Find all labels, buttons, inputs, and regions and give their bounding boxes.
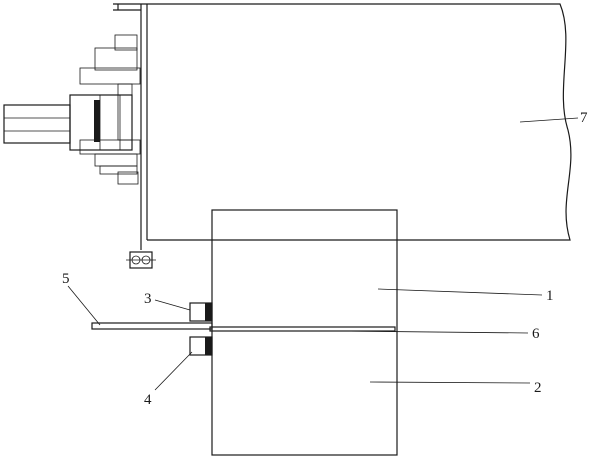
housing-part-7 — [113, 3, 572, 250]
bearing-assembly — [69, 34, 141, 185]
label-3: 3 — [144, 291, 152, 307]
leader-lines — [67, 117, 579, 391]
mounting-bolt — [126, 251, 156, 269]
label-4: 4 — [144, 392, 152, 408]
label-5: 5 — [62, 271, 70, 287]
block-parts-1-2 — [211, 209, 398, 456]
drive-shaft — [3, 104, 71, 144]
label-7: 7 — [580, 110, 588, 126]
extension-plate-part-5 — [91, 322, 213, 330]
clamp-block-part-4 — [189, 336, 213, 356]
plate-part-6 — [209, 326, 396, 332]
clamp-block-part-3 — [189, 302, 213, 322]
label-2: 2 — [534, 380, 542, 396]
label-6: 6 — [532, 326, 540, 342]
label-1: 1 — [546, 288, 554, 304]
